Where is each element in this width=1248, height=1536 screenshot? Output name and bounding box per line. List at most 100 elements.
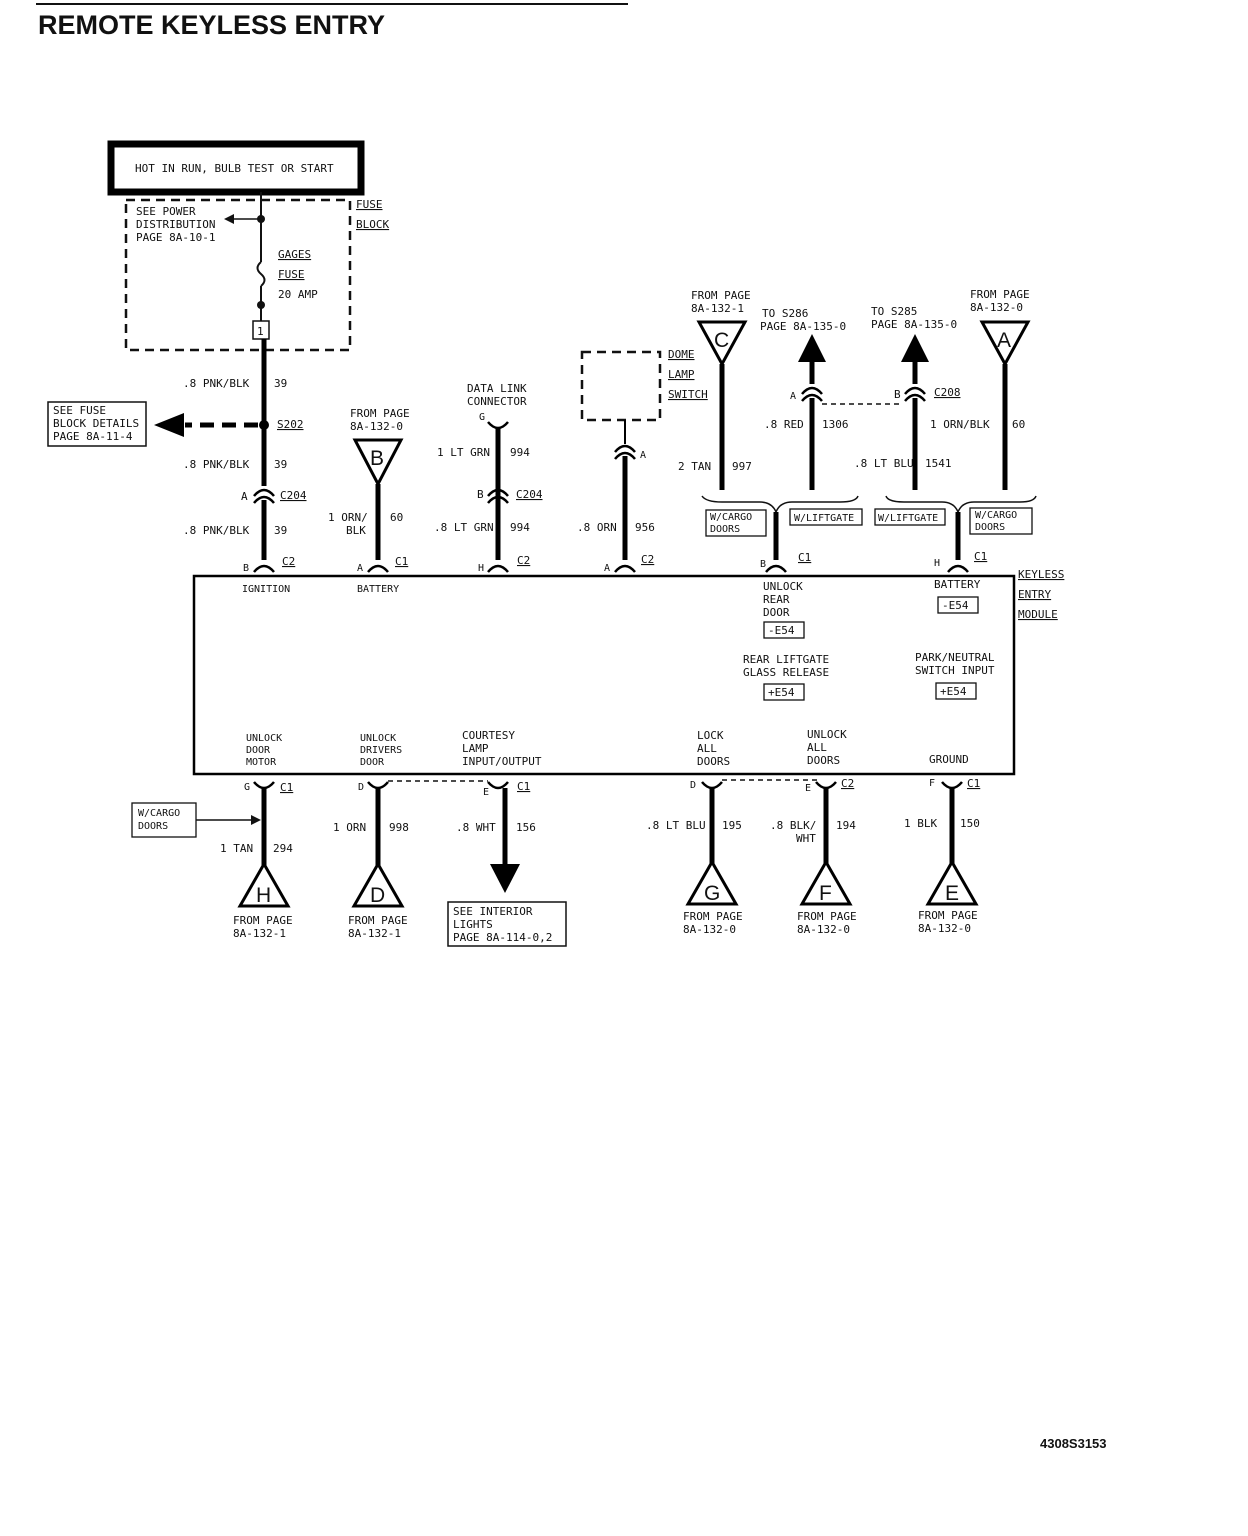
- g-color: .8 LT BLU: [646, 819, 706, 832]
- d-from-2: 8A-132-1: [348, 927, 401, 940]
- b-unlock-all-3: DOORS: [807, 754, 840, 767]
- gnd-conn: C1: [967, 777, 980, 790]
- offpage-a-triangle: [979, 320, 1031, 368]
- ign-c204-name: C204: [280, 489, 307, 502]
- offpage-b-triangle: [352, 438, 404, 488]
- term-unlock-rear-2: REAR: [763, 593, 790, 606]
- opt-minus-e54-batt: -E54: [942, 599, 969, 612]
- dlc-w1-circuit: 994: [510, 446, 530, 459]
- h-conn: C1: [280, 781, 293, 794]
- bat-r-c208-pin: B: [894, 388, 901, 401]
- rear-to-2: PAGE 8A-135-0: [760, 320, 846, 333]
- rear-mod-conn: C1: [798, 551, 811, 564]
- fuse-terminal-number: 1: [257, 325, 264, 338]
- bat-r-opt-cargo-2: DOORS: [975, 522, 1005, 533]
- bat-r-mod-conn: C1: [974, 550, 987, 563]
- batt-color-2: BLK: [346, 524, 366, 537]
- b-unlock-all-1: UNLOCK: [807, 728, 847, 741]
- offpage-g-triangle: [685, 858, 739, 906]
- term-battery-r: BATTERY: [934, 578, 981, 591]
- ign-wire1-circuit: 39: [274, 377, 287, 390]
- dlc-name-1: DATA LINK: [467, 382, 527, 395]
- fuse-block-name-1: FUSE: [356, 198, 383, 211]
- fuse-name-1: GAGES: [278, 248, 311, 261]
- b-unlock-door-3: MOTOR: [246, 757, 277, 768]
- bat-r-to-2: PAGE 8A-135-0: [871, 318, 957, 331]
- page-title: REMOTE KEYLESS ENTRY: [38, 10, 385, 40]
- ign-mod-pin: B: [243, 563, 249, 574]
- power-dist-arrow: [224, 214, 234, 224]
- ign-wire2-circuit: 39: [274, 458, 287, 471]
- offpage-b-letter: B: [370, 447, 384, 470]
- offpage-f-triangle: [799, 858, 853, 906]
- power-source-box: [107, 140, 365, 196]
- rear-opt-cargo-2: DOORS: [710, 524, 740, 535]
- b-unlock-all-2: ALL: [807, 741, 827, 754]
- d-from-1: FROM PAGE: [348, 914, 408, 927]
- b-unlock-door-2: DOOR: [246, 745, 271, 756]
- ign-mod-conn: C2: [282, 555, 295, 568]
- bat-r-opt-liftgate-box: [874, 508, 946, 526]
- offpage-d-letter: D: [370, 884, 385, 907]
- bat-r-orn-circuit: 60: [1012, 418, 1025, 431]
- h-from-1: FROM PAGE: [233, 914, 293, 927]
- batt-color-1: 1 ORN/: [328, 511, 368, 524]
- rear-opt-cargo-1: W/CARGO: [710, 512, 752, 523]
- fuse-symbol: [256, 261, 266, 287]
- dome-name-3: SWITCH: [668, 388, 708, 401]
- fuse-block-outline: [124, 198, 352, 352]
- term-liftgate-1: REAR LIFTGATE: [743, 653, 829, 666]
- fuse-terminal-box: [252, 320, 270, 340]
- power-dist-ref-3: PAGE 8A-10-1: [136, 231, 215, 244]
- offpage-f-letter: F: [819, 882, 832, 905]
- bat-r-blu-circuit: 1541: [925, 457, 952, 470]
- fuse-rating: 20 AMP: [278, 288, 318, 301]
- f-pin: E: [805, 783, 811, 794]
- bat-r-blu-color: .8 LT BLU: [854, 457, 914, 470]
- e-pin: E: [483, 787, 489, 798]
- offpage-c-triangle: [696, 320, 748, 368]
- f-color-2: WHT: [796, 832, 816, 845]
- g-circuit: 195: [722, 819, 742, 832]
- term-ignition: IGNITION: [242, 584, 290, 595]
- b-ground: GROUND: [929, 753, 969, 766]
- e-color: .8 WHT: [456, 821, 496, 834]
- batt-circuit: 60: [390, 511, 403, 524]
- f-from-1: FROM PAGE: [797, 910, 857, 923]
- offpage-g-letter: G: [704, 882, 720, 905]
- term-liftgate-2: GLASS RELEASE: [743, 666, 829, 679]
- dome-name-1: DOME: [668, 348, 695, 361]
- b-lock-2: ALL: [697, 742, 717, 755]
- module-name-1: KEYLESS: [1018, 568, 1064, 581]
- fuse-details-ref-box: [47, 401, 147, 447]
- ign-c204-pin: A: [241, 490, 248, 503]
- ign-wire3-color: .8 PNK/BLK: [183, 524, 250, 537]
- term-unlock-rear-1: UNLOCK: [763, 580, 803, 593]
- conn-c204-ign-bot: [253, 495, 275, 504]
- dome-name-2: LAMP: [668, 368, 695, 381]
- batt-from-1: FROM PAGE: [350, 407, 410, 420]
- rear-to-1: TO S286: [762, 307, 808, 320]
- power-dist-ref-1: SEE POWER: [136, 205, 196, 218]
- opt-plus-e54-park: +E54: [940, 685, 967, 698]
- rear-mod-pin: B: [760, 559, 766, 570]
- dome-mod-conn: C2: [641, 553, 654, 566]
- b-unlock-door-1: UNLOCK: [246, 733, 282, 744]
- rear-from-2: 8A-132-1: [691, 302, 744, 315]
- dlc-c204-name: C204: [516, 488, 543, 501]
- h-pin: G: [244, 782, 250, 793]
- dlc-mod-pin: H: [478, 563, 484, 574]
- ign-module-connector: [253, 564, 275, 573]
- ign-wire2-color: .8 PNK/BLK: [183, 458, 250, 471]
- opt-minus-e54-rear: -E54: [768, 624, 795, 637]
- rear-tan-color: 2 TAN: [678, 460, 711, 473]
- to-s286-arrow: [798, 334, 826, 362]
- fuse-details-ref-2: BLOCK DETAILS: [53, 417, 139, 430]
- rear-opt-liftgate-box: [789, 508, 863, 526]
- module-name-2: ENTRY: [1018, 588, 1051, 601]
- dome-lamp-switch-box: [580, 350, 662, 422]
- drawing-code: 4308S3153: [1040, 1436, 1107, 1451]
- bat-r-mod-pin: H: [934, 558, 940, 569]
- gnd-from-1: FROM PAGE: [918, 909, 978, 922]
